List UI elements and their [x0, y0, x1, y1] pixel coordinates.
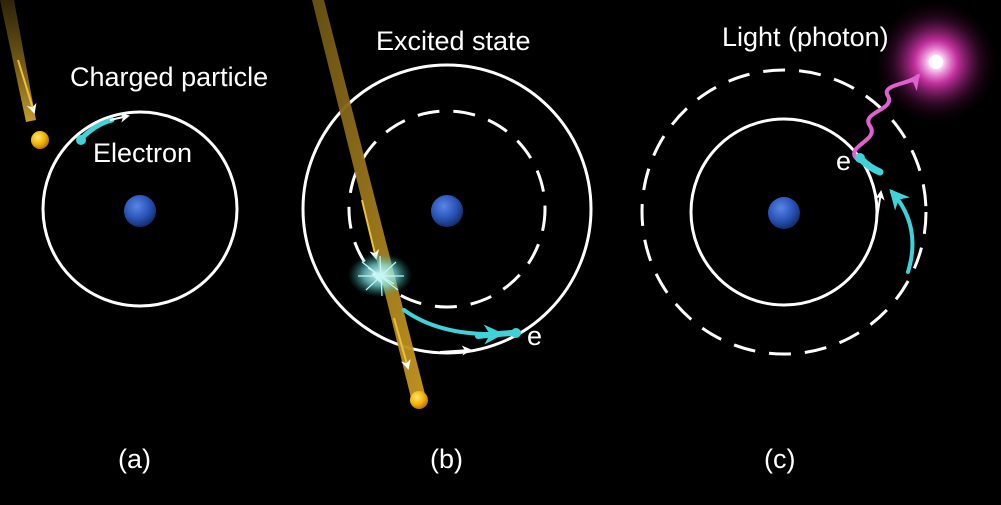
particle-trail-b	[312, 0, 426, 402]
label-excited-state: Excited state	[376, 26, 531, 56]
orbit-c-outer-dashed	[640, 68, 928, 356]
photon-core	[929, 55, 943, 69]
electron-arrow-a	[109, 112, 130, 123]
particle-trail-arrow-b2	[393, 317, 411, 370]
label-light-photon: Light (photon)	[722, 22, 889, 52]
electron-trail-c	[889, 188, 915, 274]
orbit-b-outer	[301, 63, 593, 355]
label-electron-c: e	[836, 146, 851, 176]
panel-a: Charged particle Electron (a)	[0, 0, 268, 474]
caption-a: (a)	[118, 444, 151, 474]
charged-particle-b	[410, 391, 428, 409]
caption-b: (b)	[430, 444, 463, 474]
particle-trail-arrow-a	[17, 59, 37, 114]
electron-trail-a	[79, 117, 115, 141]
charged-particle-a	[31, 131, 49, 149]
label-electron: Electron	[93, 138, 192, 168]
photon-wave	[852, 73, 920, 160]
collision-sparks	[358, 255, 404, 297]
panel-b: Excited state e (b)	[301, 0, 593, 474]
electron-c	[855, 153, 865, 163]
nucleus-c	[768, 197, 800, 229]
panel-c: Light (photon) e (c)	[640, 0, 998, 474]
caption-c: (c)	[764, 444, 795, 474]
electron-tail-c	[858, 156, 884, 176]
electron-a	[76, 135, 86, 145]
label-charged-particle: Charged particle	[70, 62, 268, 92]
label-electron-b: e	[527, 321, 542, 351]
orbit-direction-arrow-b	[439, 345, 472, 356]
orbit-a	[41, 110, 239, 308]
electron-trail-b	[402, 308, 504, 345]
nucleus-b	[431, 195, 463, 227]
nucleus-a	[124, 195, 156, 227]
orbit-b-inner-dashed	[347, 109, 547, 309]
electron-b	[511, 328, 521, 338]
orbit-direction-arrow-c	[874, 190, 885, 225]
electron-tail-b	[475, 330, 515, 339]
particle-trail-arrow-b	[361, 199, 379, 260]
